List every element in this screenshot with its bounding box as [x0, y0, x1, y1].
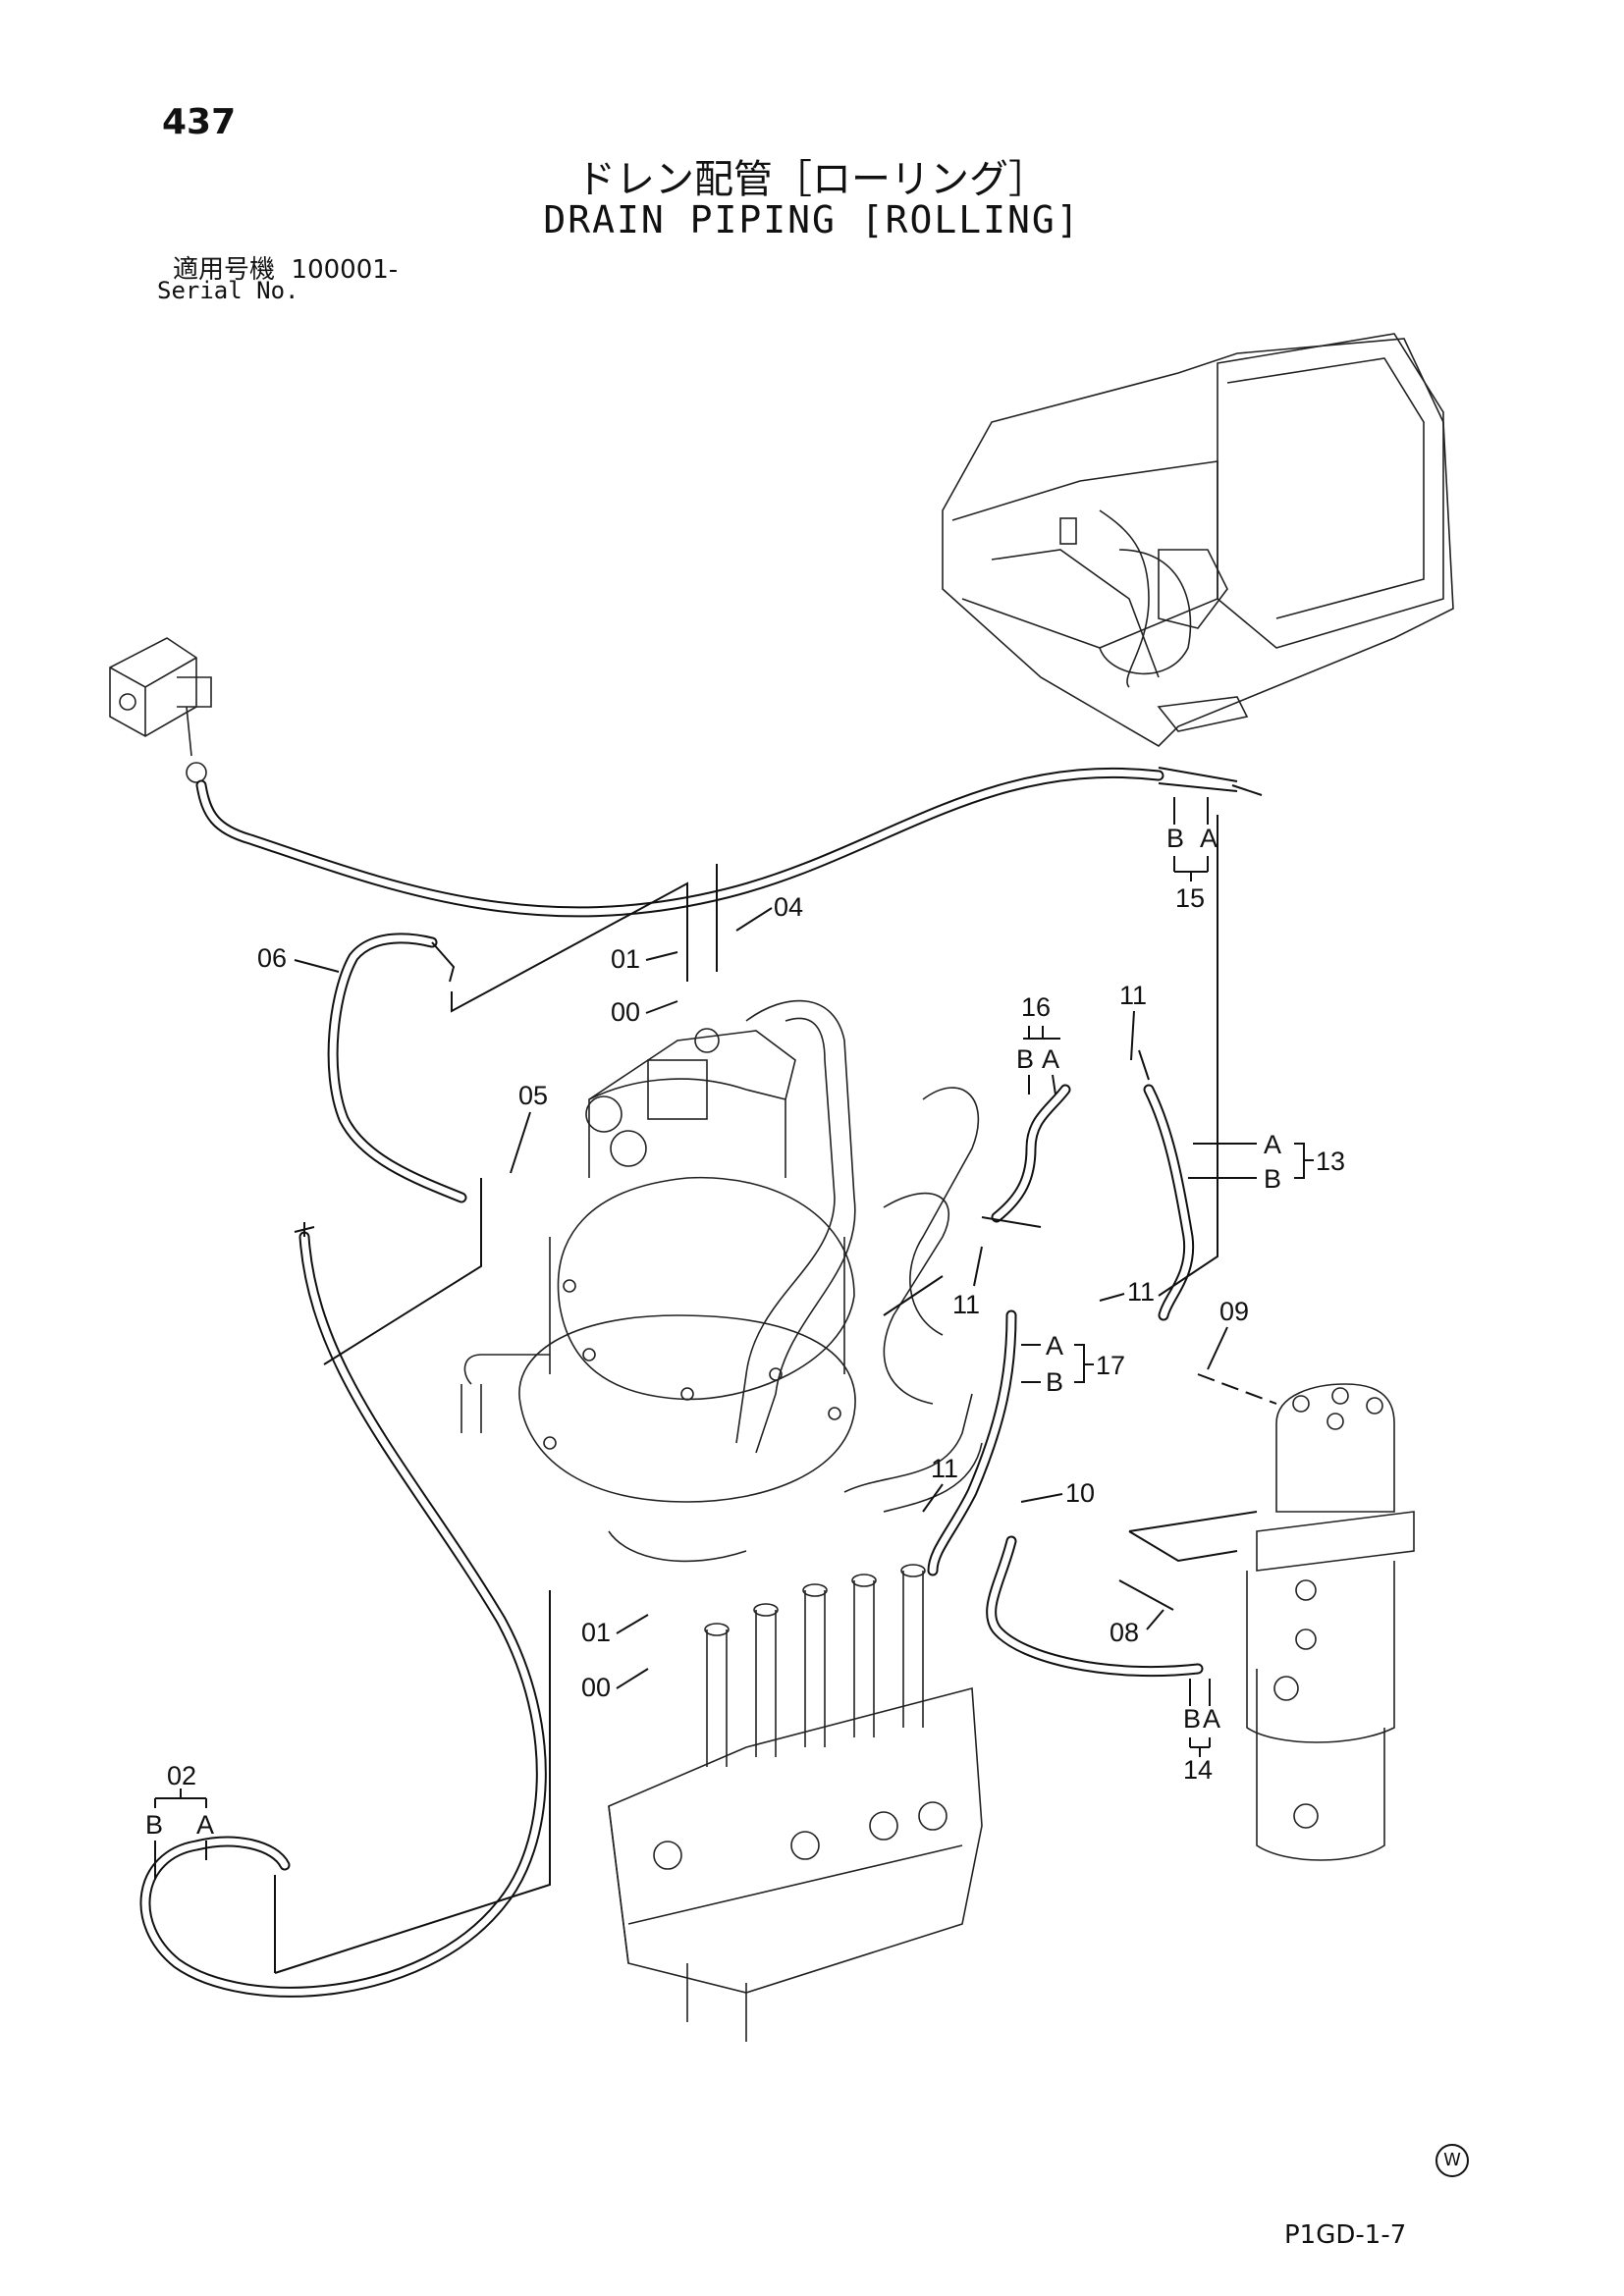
serial-line: 適用号機 100001- [173, 249, 398, 286]
callout-11-c: 11 [1127, 1277, 1155, 1307]
callout-13-a: A [1264, 1130, 1281, 1159]
excavator-overview [942, 333, 1454, 748]
callout-05: 05 [518, 1081, 548, 1110]
hose-02 [139, 1231, 547, 1998]
callout-10: 10 [1065, 1478, 1095, 1508]
callout-13-b: B [1264, 1164, 1281, 1194]
w-mark: W [1435, 2144, 1469, 2177]
callout-01-bottom: 01 [581, 1618, 611, 1647]
callout-17-a: A [1046, 1331, 1063, 1361]
callout-15-b: B [1166, 824, 1184, 853]
drawing-code: P1GD-1-7 [1284, 2220, 1407, 2250]
hose-17 [927, 1309, 1017, 1576]
callout-17: 17 [1096, 1351, 1125, 1380]
callout-15: 15 [1175, 883, 1205, 913]
swing-motor [518, 1028, 856, 1563]
callout-06: 06 [257, 943, 287, 973]
callout-13: 13 [1316, 1147, 1345, 1176]
callout-16-b: B [1016, 1044, 1034, 1074]
callout-labels: 04 01 00 06 05 16 B A 11 B A 15 A B 13 1… [145, 797, 1345, 1880]
title-english: DRAIN PIPING [ROLLING] [543, 198, 1081, 241]
callout-14: 14 [1183, 1755, 1213, 1785]
callout-11-d: 11 [931, 1454, 958, 1483]
control-valve [608, 1564, 983, 2042]
callout-01-top: 01 [611, 944, 640, 974]
center-joint [1246, 1383, 1415, 1861]
serial-label-jp: 適用号機 [173, 255, 276, 285]
callout-15-a: A [1200, 824, 1218, 853]
callout-00-bottom: 00 [581, 1673, 611, 1702]
serial-label-en: Serial No. [157, 277, 299, 304]
upper-port-block [109, 637, 212, 783]
callout-17-b: B [1046, 1367, 1063, 1397]
callout-02-a: A [196, 1810, 214, 1840]
pipe-bends [460, 999, 983, 1513]
callout-08: 08 [1110, 1618, 1139, 1647]
callout-11-b: 11 [952, 1290, 980, 1319]
callout-00-top: 00 [611, 997, 640, 1027]
callout-16: 16 [1021, 992, 1051, 1022]
callout-14-a: A [1203, 1704, 1220, 1734]
callout-11-a: 11 [1119, 981, 1147, 1010]
serial-value: 100001- [291, 255, 399, 285]
hose-15 [195, 767, 1164, 918]
page-number: 437 [162, 102, 237, 142]
callout-02: 02 [167, 1761, 196, 1790]
callout-02-b: B [145, 1810, 163, 1840]
callout-14-b: B [1183, 1704, 1201, 1734]
callout-09: 09 [1219, 1297, 1249, 1326]
callout-04: 04 [774, 892, 803, 922]
hose-06 [327, 933, 467, 1203]
title-japanese: ドレン配管［ローリング］ [576, 157, 1048, 202]
callout-16-a: A [1042, 1044, 1059, 1074]
